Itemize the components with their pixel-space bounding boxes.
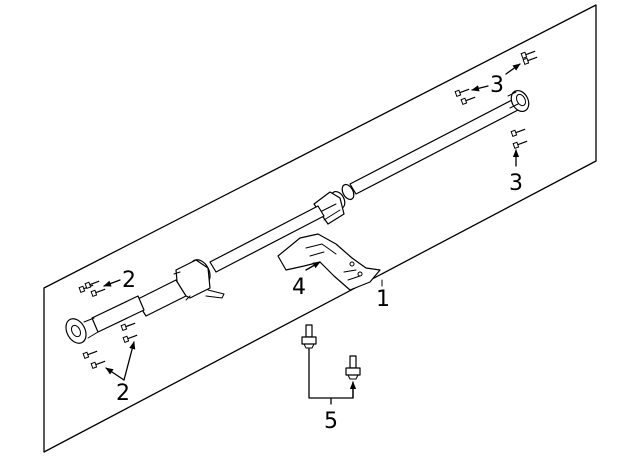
callout-arrow: [505, 63, 521, 75]
callout-3-upper: 3: [490, 73, 504, 98]
callout-5: 5: [324, 409, 338, 434]
center-support-bracket: [277, 233, 381, 291]
callout-2-upper: 2: [122, 268, 136, 293]
front-stub-shaft: [91, 295, 145, 333]
rear-flange-icon: [507, 89, 530, 113]
front-bolts-upper-icon: [78, 278, 107, 297]
callout-1: 1: [376, 287, 390, 312]
callout-3-lower: 3: [509, 171, 523, 196]
center-joint: [313, 183, 355, 225]
callout-arrow: [123, 341, 136, 381]
rear-shaft-tube: [349, 99, 519, 195]
callout-arrow: [105, 367, 125, 381]
diagram-panel: [43, 4, 597, 453]
front-bolts-lower-icon: [82, 320, 139, 369]
callout-2-lower: 2: [116, 381, 130, 406]
front-center-bearing: [173, 259, 225, 301]
bracket-bolt-right-icon: [345, 355, 361, 380]
rear-bolts-lower-icon: [510, 126, 529, 149]
front-shaft-tube: [209, 205, 325, 273]
bracket-bolt-left-icon: [301, 324, 317, 349]
front-flange-icon: [65, 317, 99, 344]
callout-arrow: [471, 85, 489, 92]
callout-arrow: [103, 279, 121, 287]
driveshaft-assembly: [65, 89, 530, 344]
callout-arrow: [305, 261, 321, 271]
callout-4: 4: [292, 275, 306, 300]
